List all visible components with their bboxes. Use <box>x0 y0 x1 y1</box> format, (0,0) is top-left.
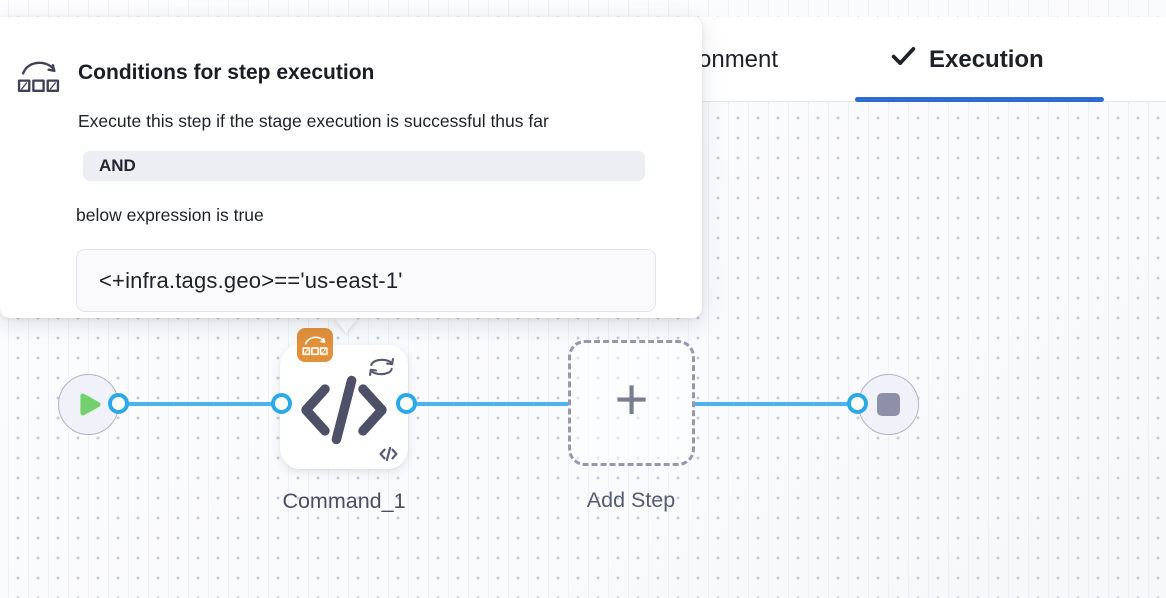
code-icon-small <box>379 446 398 462</box>
step-node-command-1[interactable] <box>280 345 408 469</box>
conditional-execution-icon <box>17 61 60 93</box>
pipeline-end-node[interactable] <box>858 374 919 435</box>
active-tab-underline <box>855 97 1104 102</box>
popover-description-line1: Execute this step if the stage execution… <box>78 111 549 131</box>
port-end-in[interactable] <box>847 393 868 414</box>
operator-pill: AND <box>83 151 645 181</box>
stop-icon <box>877 393 900 416</box>
tab-execution-label: Execution <box>929 45 1044 73</box>
port-command-in[interactable] <box>271 393 292 414</box>
plus-icon: + <box>614 367 649 432</box>
check-icon <box>890 45 917 74</box>
step-label-add-step: Add Step <box>586 488 676 512</box>
edge-command-to-addstep <box>406 402 569 406</box>
edge-addstep-to-end <box>694 402 859 406</box>
conditional-execution-icon <box>302 336 328 356</box>
popover-title: Conditions for step execution <box>78 61 375 84</box>
tab-execution[interactable]: Execution <box>890 17 1044 102</box>
popover-description-line2: below expression is true <box>76 205 264 225</box>
conditional-execution-badge[interactable] <box>297 328 333 362</box>
port-start-out[interactable] <box>108 393 129 414</box>
operator-label: AND <box>99 156 136 175</box>
looping-strategy-icon[interactable] <box>366 354 397 380</box>
step-label-command-1: Command_1 <box>282 489 406 513</box>
add-step-node[interactable]: + <box>568 340 695 466</box>
condition-expression: <+infra.tags.geo>=='us-east-1' <box>99 267 403 293</box>
code-icon <box>301 375 387 445</box>
popover-caret <box>333 316 359 333</box>
tab-environment-label: ronment <box>690 45 779 73</box>
condition-expression-box: <+infra.tags.geo>=='us-east-1' <box>76 249 656 312</box>
play-icon <box>80 393 101 416</box>
tab-environment[interactable]: ronment <box>690 17 778 102</box>
port-command-out[interactable] <box>396 393 417 414</box>
edge-start-to-command <box>119 402 282 406</box>
conditions-popover: Conditions for step execution Execute th… <box>0 17 702 318</box>
